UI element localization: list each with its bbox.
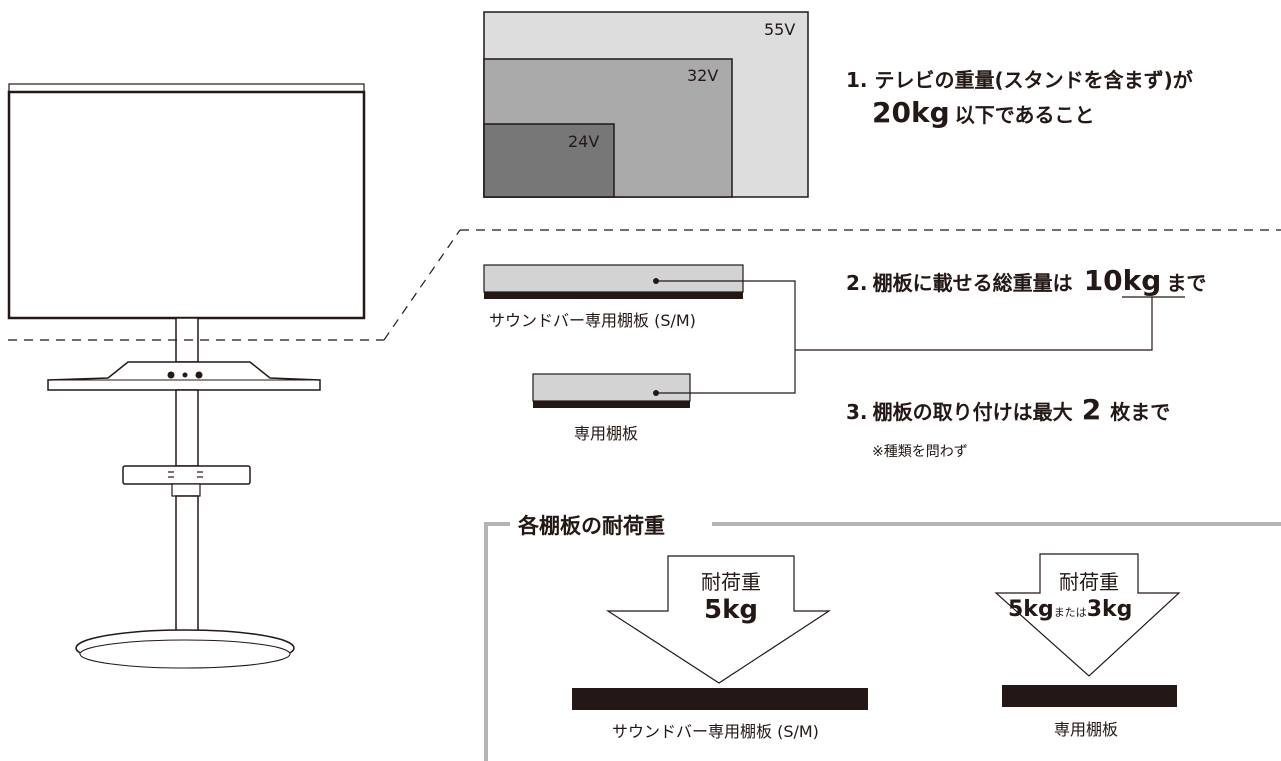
condition-2-text: 棚板に載せる総重量は	[872, 271, 1073, 295]
load-capacity-frame	[484, 522, 1281, 761]
soundbar-shelf-label: サウンドバー専用棚板 (S/M)	[489, 311, 696, 330]
load-arrows	[605, 553, 1181, 684]
condition-1-line2: 20kg 以下であること	[872, 96, 1095, 129]
dedicated-load-bar	[1002, 685, 1177, 707]
soundbar-load-bar	[572, 688, 868, 710]
condition-3-num: 3.	[846, 400, 868, 424]
dedicated-load-joiner: または	[1053, 606, 1087, 619]
condition-3-tail: 枚まで	[1110, 400, 1171, 424]
tv-size-24v-rect	[483, 123, 615, 198]
connector-lines	[656, 280, 1185, 394]
condition-2-value: 10kg	[1083, 264, 1162, 297]
dedicated-load-values: 5kgまたは3kg	[1008, 597, 1132, 622]
tv-size-24v-label: 24V	[568, 132, 600, 151]
condition-2-num: 2.	[846, 271, 868, 295]
condition-1-value: 20kg	[872, 96, 950, 129]
soundbar-load-value: 5kg	[704, 595, 758, 625]
condition-1-text: テレビの重量(スタンドを含まず)が	[874, 68, 1193, 92]
soundbar-load-text: 耐荷重 5kg	[668, 566, 794, 625]
dashed-guide	[8, 229, 1281, 341]
dedicated-load-heading: 耐荷重	[1059, 570, 1119, 594]
tv-illustration	[7, 83, 366, 669]
soundbar-load-arrow	[605, 555, 832, 684]
condition-3: 3. 棚板の取り付けは最大 2 枚まで	[846, 393, 1170, 426]
dedicated-shelf-label: 専用棚板	[574, 424, 639, 443]
tv-size-comparison	[483, 11, 809, 198]
tv-size-32v-label: 32V	[687, 66, 719, 85]
condition-3-note: ※種類を問わず	[872, 444, 968, 460]
soundbar-shelf-shape	[483, 264, 744, 293]
condition-3-value: 2	[1081, 393, 1102, 426]
condition-2-tail: まで	[1166, 271, 1207, 295]
condition-1-tail: 以下であること	[954, 103, 1095, 127]
dedicated-load-value-a: 5kg	[1008, 597, 1054, 622]
condition-3-text: 棚板の取り付けは最大	[872, 400, 1073, 424]
tv-size-55v-label: 55V	[764, 20, 796, 39]
dedicated-load-label: 専用棚板	[1054, 720, 1119, 739]
shelf-diagrams	[483, 264, 744, 408]
soundbar-load-label: サウンドバー専用棚板 (S/M)	[612, 722, 819, 741]
dedicated-shelf-shape	[532, 373, 691, 402]
dedicated-load-value-b: 3kg	[1086, 597, 1133, 622]
dedicated-load-arrow	[994, 553, 1181, 677]
condition-1-num: 1.	[846, 68, 868, 92]
condition-1-line1: 1. テレビの重量(スタンドを含まず)が	[846, 64, 1193, 93]
soundbar-load-heading: 耐荷重	[701, 570, 761, 594]
condition-2: 2. 棚板に載せる総重量は 10kg まで	[846, 264, 1206, 297]
load-section-title: 各棚板の耐荷重	[512, 510, 671, 540]
